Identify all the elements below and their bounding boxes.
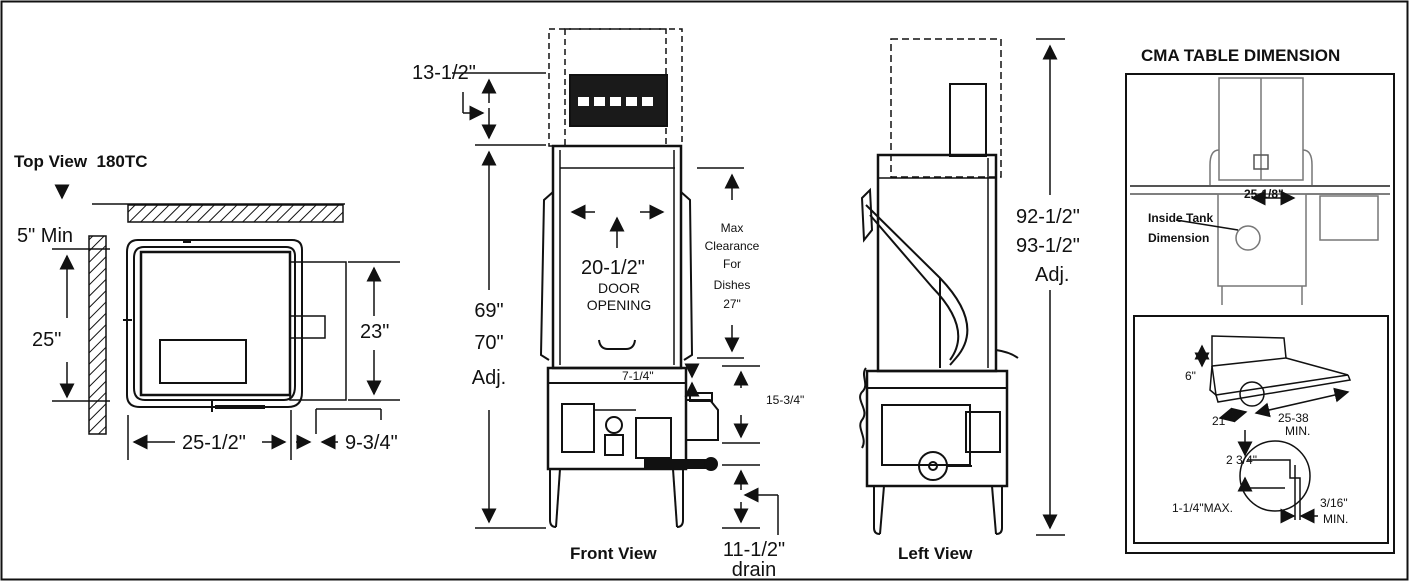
dim-door-width: 20-1/2" [581,257,645,279]
dim-25-1-2: 25-1/2" [182,432,246,454]
height-adj: Adj. [471,367,507,389]
dim-1-1-4-max: 1-1/4"MAX. [1172,501,1233,515]
dim-15-3-4: 15-3/4" [766,393,805,407]
height-92: 92-1/2" [1016,206,1080,228]
cma-title: CMA TABLE DIMENSION [1141,46,1341,65]
height-69: 69" [474,300,504,322]
clearance-1: Max [720,221,744,235]
dim-2-3-4: 2 3/4" [1226,453,1257,467]
door-label-2: OPENING [586,297,652,313]
tank-width: 25-1/8" [1244,187,1284,201]
dim-5-min: 5" Min [17,225,74,247]
left-view-drawing [859,38,1065,536]
door-label-1: DOOR [598,280,640,296]
front-view-title: Front View [570,544,657,563]
drain-label: drain [731,559,777,581]
dim-25-38: 25-38 [1278,411,1309,425]
height-70: 70" [474,332,504,354]
clearance-3: For [723,257,741,271]
clearance-2: Clearance [704,239,760,253]
dim-13-1-2: 13-1/2" [412,62,476,84]
left-view-title: Left View [898,544,973,563]
dim-25: 25" [32,329,62,351]
dim-21: 21" [1212,414,1230,428]
front-view-drawing [452,28,779,535]
top-view-model-label: 180TC [96,152,148,171]
height-adj-left: Adj. [1035,264,1070,286]
dim-6: 6" [1185,369,1196,383]
dim-23: 23" [360,321,390,343]
tank-label-2: Dimension [1148,231,1210,245]
cma-drawing [1125,73,1395,554]
clearance-5: 27" [723,297,741,311]
drain-dim: 11-1/2" [722,539,786,561]
tank-label-1: Inside Tank [1148,211,1214,225]
dim-3-16-min: MIN. [1323,512,1349,526]
top-view-title-text: Top View [14,152,88,171]
dim-9-3-4: 9-3/4" [345,432,398,454]
dim-7-1-4: 7-1/4" [622,369,654,383]
clearance-4: Dishes [713,278,751,292]
height-93: 93-1/2" [1016,235,1080,257]
dim-3-16: 3/16" [1320,496,1348,510]
dim-25-38-min: MIN. [1285,424,1311,438]
top-view-drawing [52,184,400,460]
top-view-title: Top View 180TC [14,153,148,170]
